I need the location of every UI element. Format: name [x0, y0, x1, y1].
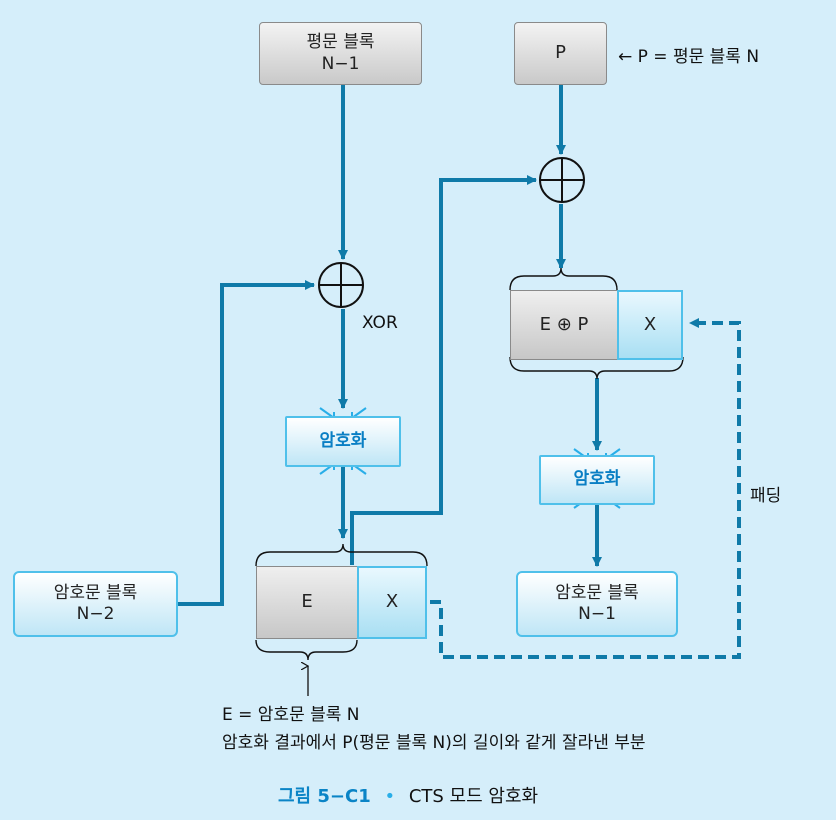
- ciphertext-block-n1-line2: N−1: [578, 604, 616, 624]
- e-cell-label: E: [301, 591, 313, 613]
- caption-label: 그림 5−C1: [278, 786, 371, 807]
- exorp-cell-label: E ⊕ P: [539, 313, 589, 335]
- exorp-cell: E ⊕ P: [510, 290, 618, 360]
- x-cell-2: X: [617, 290, 683, 360]
- ciphertext-block-n2-line1: 암호문 블록: [53, 582, 138, 603]
- encrypt-box-1-label: 암호화: [319, 430, 367, 451]
- x-cell-1-label: X: [385, 591, 399, 613]
- p-definition: ← P = 평문 블록 N: [618, 47, 760, 67]
- encrypt-box-2: 암호화: [539, 455, 655, 505]
- plaintext-block-n1-line2: N−1: [321, 53, 360, 74]
- xor-symbol-2: [539, 157, 585, 203]
- bracket-e-bottom: [255, 639, 358, 661]
- arrow-e-to-xor2: [350, 175, 537, 565]
- caption-text: CTS 모드 암호화: [408, 786, 539, 807]
- plaintext-block-n1: 평문 블록 N−1: [259, 22, 422, 85]
- bracket-e-x-top: [255, 543, 428, 567]
- caption-bullet: •: [384, 786, 396, 807]
- arrow-cipher-n2-to-xor1: [178, 280, 315, 606]
- x-cell-1: X: [357, 566, 427, 639]
- ciphertext-block-n2: 암호문 블록 N−2: [13, 571, 178, 637]
- plaintext-block-n1-line1: 평문 블록: [306, 32, 375, 53]
- e-cell: E: [256, 566, 358, 639]
- ciphertext-block-n1: 암호문 블록 N−1: [516, 571, 678, 637]
- encrypt-box-1: 암호화: [285, 416, 401, 467]
- bracket-exorp-top: [509, 267, 618, 291]
- p-block-label: P: [555, 42, 566, 64]
- xor-symbol-1: [318, 262, 364, 308]
- arrow-padding-dashed: [430, 318, 741, 659]
- encrypt-box-2-label: 암호화: [573, 469, 621, 490]
- p-block: P: [514, 22, 607, 85]
- xor-label: XOR: [362, 313, 398, 333]
- x-definition: 암호화 결과에서 P(평문 블록 N)의 길이와 같게 잘라낸 부분: [222, 733, 646, 753]
- e-definition: E = 암호문 블록 N: [222, 705, 360, 725]
- bracket-exorp-x-bottom: [509, 356, 684, 380]
- x-cell-2-label: X: [643, 313, 657, 335]
- ciphertext-block-n1-line1: 암호문 블록: [555, 582, 639, 603]
- padding-label: 패딩: [750, 486, 782, 506]
- ciphertext-block-n2-line2: N−2: [76, 604, 115, 624]
- figure-caption: 그림 5−C1 • CTS 모드 암호화: [278, 782, 538, 808]
